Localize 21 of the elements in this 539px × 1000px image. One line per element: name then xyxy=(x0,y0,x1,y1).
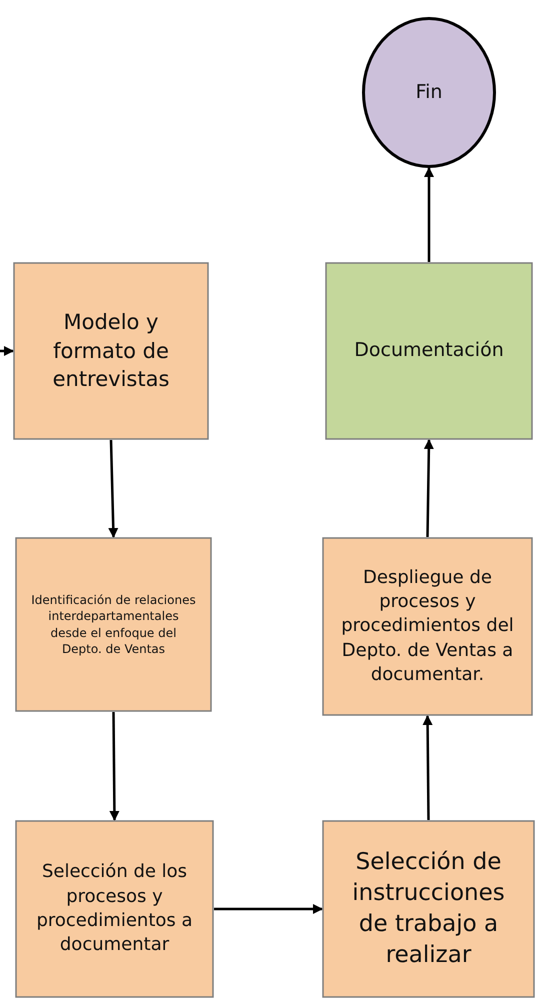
box-text: Modelo y formato de entrevistas xyxy=(52,309,170,394)
process-box xyxy=(15,820,214,998)
box-text: Despliegue de procesos y procedimientos del Depto. de Ventas a documentar. xyxy=(340,566,515,687)
process-box xyxy=(13,262,209,440)
arrow xyxy=(108,440,118,538)
process-box xyxy=(15,537,212,712)
arrow xyxy=(0,346,14,356)
box-text: Identificación de relaciones interdepartamentales desde el enfoque del Depto. de Ventas xyxy=(30,592,197,657)
process-box xyxy=(322,820,535,998)
arrow xyxy=(109,712,120,821)
box-text: Documentación xyxy=(354,338,504,364)
arrow xyxy=(424,439,434,538)
box-text: Fin xyxy=(416,80,442,105)
process-box xyxy=(322,537,533,716)
box-text: Selección de los procesos y procedimientos a documentar xyxy=(35,860,194,958)
process-box xyxy=(325,262,533,440)
arrow xyxy=(214,904,323,914)
end-ellipse xyxy=(362,17,496,168)
arrow xyxy=(424,167,434,262)
box-text: Selección de instrucciones de trabajo a realizar xyxy=(351,848,506,970)
arrow xyxy=(422,715,433,820)
